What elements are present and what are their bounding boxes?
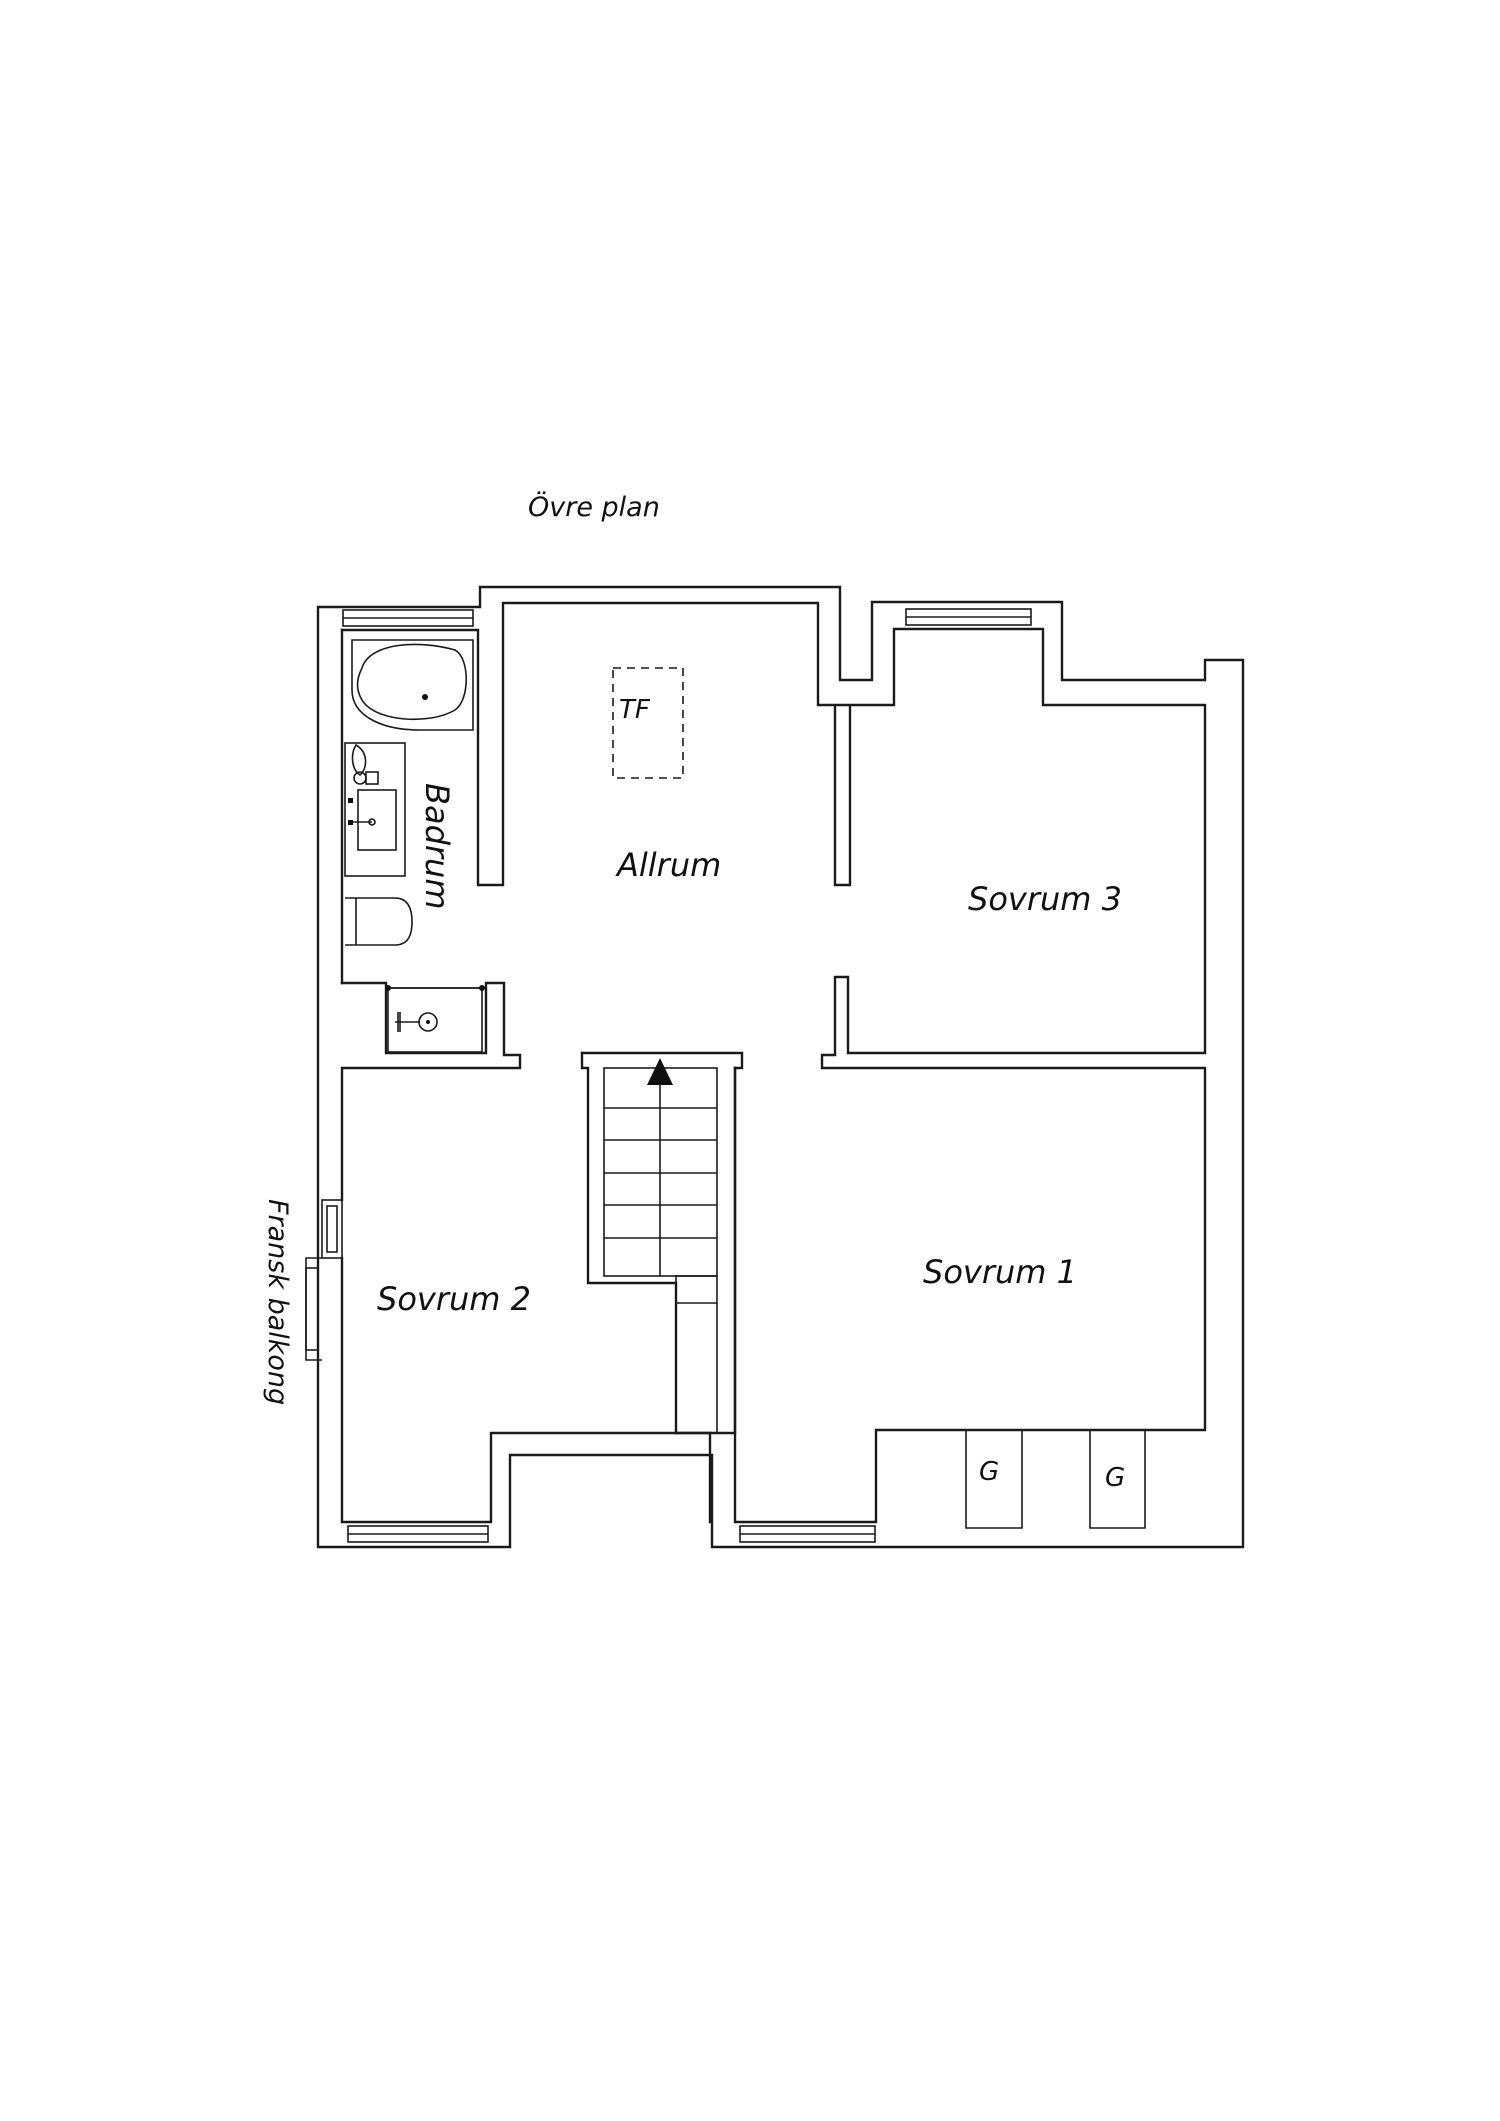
balcony-label: Fransk balkong bbox=[262, 1199, 293, 1405]
windows bbox=[342, 608, 1032, 1543]
closet-label-left: G bbox=[979, 1457, 999, 1487]
bathroom-walls bbox=[340, 628, 712, 1524]
outer-walls bbox=[316, 585, 1245, 1549]
attic-hatch: TF bbox=[612, 667, 684, 779]
room-label-sovrum3: Sovrum 3 bbox=[968, 880, 1122, 918]
sink-icon bbox=[344, 742, 406, 877]
room-label-sovrum1: Sovrum 1 bbox=[923, 1253, 1077, 1291]
closets: G G bbox=[965, 1430, 1146, 1529]
french-balcony bbox=[305, 1199, 343, 1361]
closet-label-right: G bbox=[1105, 1463, 1125, 1493]
room-label-sovrum2: Sovrum 2 bbox=[377, 1280, 531, 1318]
room-label-badrum: Badrum bbox=[418, 783, 456, 909]
toilet-icon bbox=[345, 897, 413, 946]
arrow-up-icon bbox=[647, 1058, 673, 1085]
room-label-allrum: Allrum bbox=[615, 846, 721, 884]
bathtub-icon bbox=[351, 639, 474, 731]
plan-title: Övre plan bbox=[528, 491, 660, 523]
shower-icon bbox=[385, 985, 485, 1053]
attic-hatch-label: TF bbox=[619, 695, 651, 725]
staircase bbox=[580, 1051, 744, 1435]
